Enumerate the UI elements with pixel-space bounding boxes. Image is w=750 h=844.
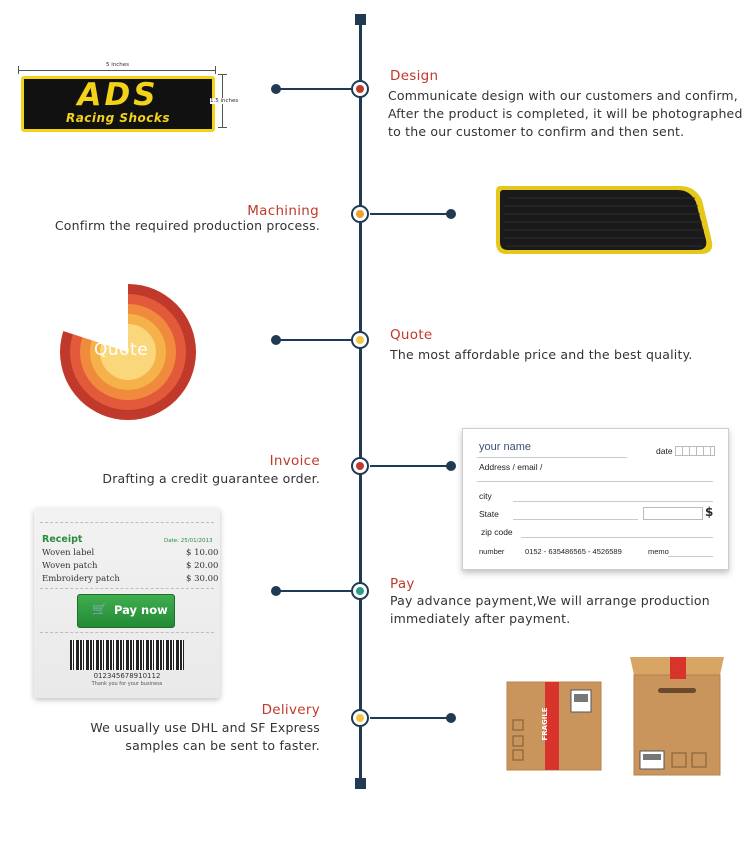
desc-line: Drafting a credit guarantee order. [102, 471, 320, 486]
step-desc-pay: Pay advance payment,We will arrange prod… [390, 592, 750, 628]
logo-height-label: 1.5 inches [210, 98, 239, 104]
desc-line: After the product is completed, it will … [388, 106, 743, 121]
logo-width-label: 5 inches [104, 62, 132, 68]
shipping-box-fragile [506, 681, 602, 771]
check-state-label: State [479, 509, 499, 519]
receipt-image: Receipt Date: 25/01/2013 Woven label $ 1… [34, 508, 220, 698]
logo-height-dimension: 1.5 inches [210, 74, 246, 130]
connector-quote [278, 339, 352, 341]
quote-ring-label: Quote [94, 340, 149, 360]
connector-dot-delivery [446, 713, 456, 723]
connector-dot-quote [271, 335, 281, 345]
connector-dot-design [271, 84, 281, 94]
timeline-top-cap [355, 14, 366, 25]
barcode [70, 640, 184, 670]
logo-sub: Racing Shocks [65, 111, 171, 125]
check-dollar: $ [705, 505, 714, 519]
check-number-value: 0152 - 635486565 - 4526589 [525, 547, 622, 556]
receipt-item-name: Woven label [42, 548, 95, 558]
check-date-label: date [656, 446, 673, 456]
woven-patch-image [496, 186, 713, 254]
node-machining [351, 205, 369, 223]
receipt-tear-top [40, 522, 214, 523]
step-title-quote: Quote [390, 327, 433, 343]
desc-line: samples can be sent to faster. [125, 738, 320, 753]
step-title-invoice: Invoice [269, 453, 320, 469]
check-image: your name date Address / email / city St… [462, 428, 729, 570]
desc-line: immediately after payment. [390, 611, 571, 626]
receipt-date: Date: 25/01/2013 [164, 538, 213, 544]
step-desc-invoice: Drafting a credit guarantee order. [0, 470, 320, 488]
desc-line: Communicate design with our customers an… [388, 88, 738, 103]
check-address-label: Address / email / [479, 462, 543, 472]
receipt-title: Receipt [42, 534, 83, 545]
connector-dot-invoice [446, 461, 456, 471]
logo-width-dimension: 5 inches [18, 62, 216, 74]
step-desc-quote: The most affordable price and the best q… [390, 346, 750, 364]
barcode-number: 012345678910112 [93, 672, 161, 680]
check-date-boxes [675, 446, 715, 456]
node-quote [351, 331, 369, 349]
cart-icon: 🛒 [92, 602, 107, 616]
connector-dot-pay [271, 586, 281, 596]
timeline-spine [359, 20, 362, 786]
shipping-box [630, 657, 724, 776]
step-desc-delivery: We usually use DHL and SF Express sample… [0, 719, 320, 755]
step-title-machining: Machining [247, 203, 319, 219]
connector-delivery [370, 717, 450, 719]
connector-pay [278, 590, 352, 592]
desc-line: Confirm the required production process. [54, 218, 320, 233]
step-title-delivery: Delivery [261, 702, 320, 718]
receipt-item-price: $ 30.00 [186, 574, 219, 584]
desc-line: to the our customer to confirm and then … [388, 124, 685, 139]
node-design [351, 80, 369, 98]
step-title-pay: Pay [390, 576, 415, 592]
logo-brand: ADS [77, 77, 159, 113]
node-pay [351, 582, 369, 600]
node-delivery [351, 709, 369, 727]
node-invoice [351, 457, 369, 475]
desc-line: We usually use DHL and SF Express [90, 720, 320, 735]
check-your-name: your name [479, 441, 531, 453]
connector-machining [370, 213, 450, 215]
check-zip-label: zip code [481, 527, 513, 537]
step-desc-machining: Confirm the required production process. [0, 217, 320, 235]
step-title-design: Design [390, 68, 439, 84]
timeline-bottom-cap [355, 778, 366, 789]
check-memo-label: memo [648, 547, 669, 556]
receipt-item-name: Embroidery patch [42, 574, 120, 584]
fragile-tape-label: FRAGILE [541, 707, 549, 741]
receipt-thanks: Thank you for your business [91, 681, 163, 687]
receipt-item-name: Woven patch [42, 561, 98, 571]
receipt-item-price: $ 20.00 [186, 561, 219, 571]
connector-dot-machining [446, 209, 456, 219]
connector-invoice [370, 465, 450, 467]
pay-now-label: Pay now [114, 603, 168, 617]
step-desc-design: Communicate design with our customers an… [388, 87, 748, 141]
desc-line: Pay advance payment,We will arrange prod… [390, 593, 710, 608]
check-city-label: city [479, 491, 492, 501]
quote-ring-graphic [60, 280, 196, 420]
desc-line: The most affordable price and the best q… [390, 347, 693, 362]
check-amount-box [643, 507, 703, 520]
connector-design [278, 88, 352, 90]
ads-logo: ADS Racing Shocks [21, 76, 215, 132]
receipt-item-price: $ 10.00 [186, 548, 219, 558]
pay-now-button[interactable]: 🛒 Pay now [77, 594, 175, 628]
check-number-label: number [479, 547, 505, 556]
